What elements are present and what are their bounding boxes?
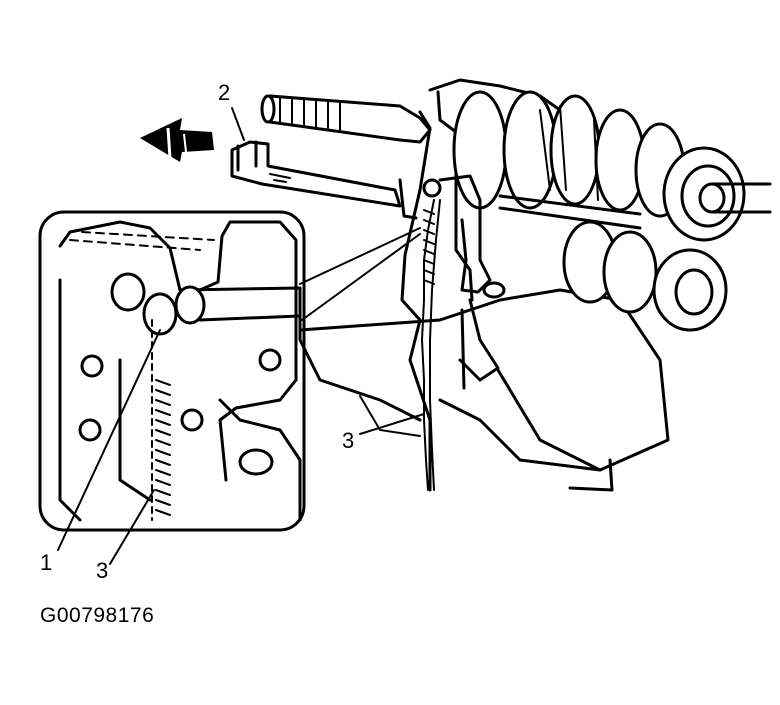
shift-fork — [398, 174, 506, 299]
callout-1: 1 — [40, 550, 53, 575]
detent-spring-main — [420, 199, 466, 491]
shift-rod — [230, 140, 402, 208]
callout-2: 2 — [218, 80, 231, 105]
transmission-case — [298, 78, 670, 492]
callout-3-main: 3 — [342, 428, 355, 453]
figure-id: G00798176 — [40, 604, 155, 627]
spline-shaft — [260, 94, 432, 144]
leader-lines — [57, 107, 425, 565]
gear-cluster — [452, 90, 772, 332]
callout-3-inset: 3 — [96, 558, 109, 583]
magnification-lines — [299, 227, 421, 321]
inset-detail — [38, 210, 306, 532]
direction-arrow — [140, 118, 214, 162]
